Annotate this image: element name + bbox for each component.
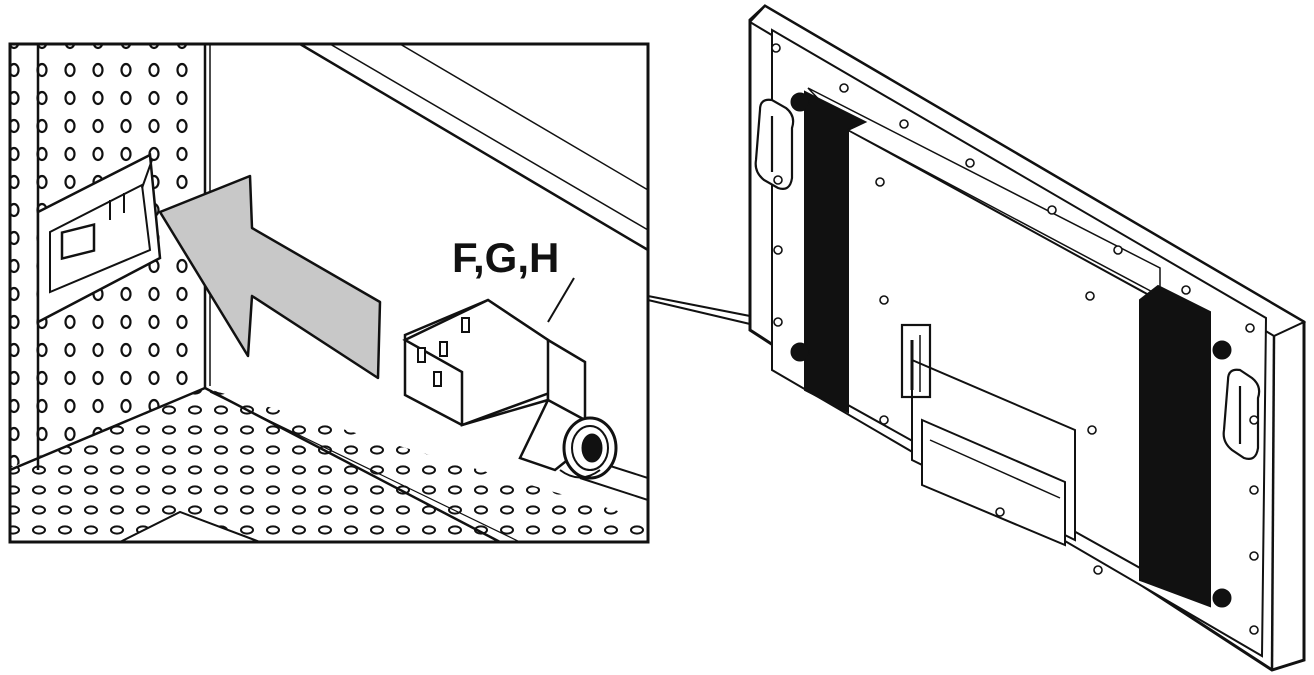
monitor-rear-view [748, 4, 1307, 672]
right-handle [1222, 368, 1261, 460]
part-callout: F,G,H [452, 234, 575, 323]
left-handle [754, 98, 795, 190]
insertion-arrow [158, 174, 382, 380]
chassis-rear-edges [299, 44, 648, 252]
part-label: F,G,H [452, 234, 559, 281]
frame-screws [771, 43, 1259, 635]
perforated-floor [10, 386, 648, 542]
power-cord-plug [402, 298, 618, 480]
left-heatsink [804, 90, 868, 414]
right-heatsink [1139, 284, 1211, 608]
power-inlet-highlight [900, 323, 932, 399]
power-inlet-socket [36, 153, 162, 325]
detail-inset: F,G,H [8, 42, 650, 544]
detail-inset-border [8, 42, 650, 544]
